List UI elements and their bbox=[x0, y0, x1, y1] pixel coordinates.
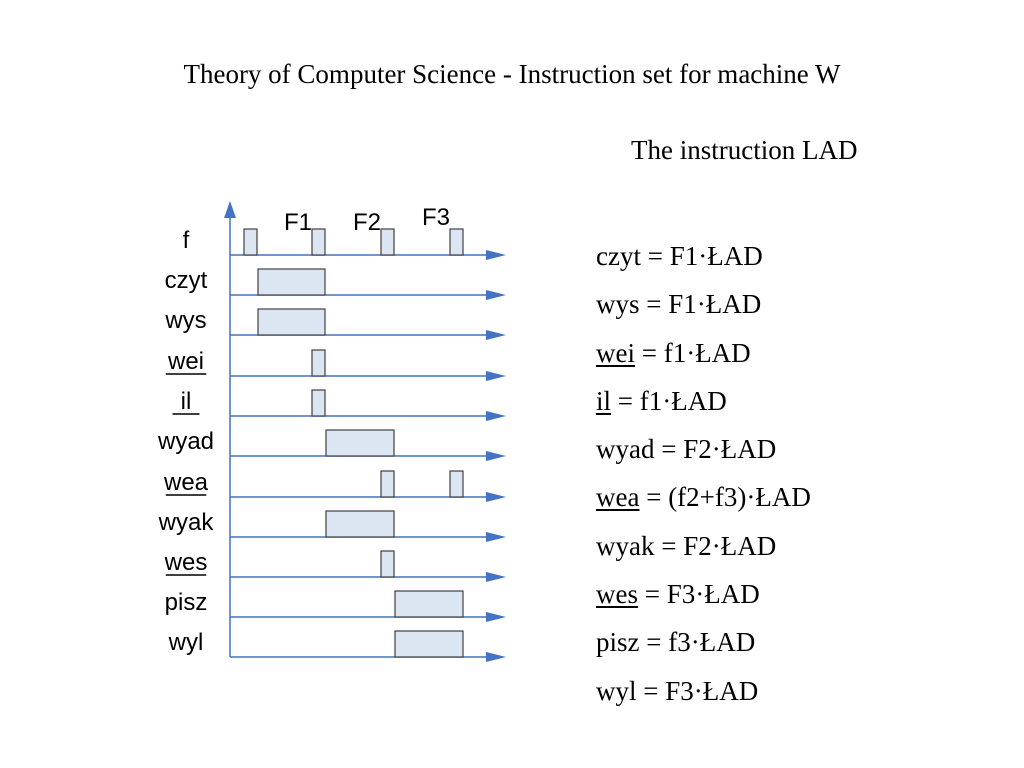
timeline-arrow-icon bbox=[486, 250, 506, 260]
signal-pulse bbox=[325, 429, 395, 457]
signal-label: wea bbox=[163, 469, 209, 496]
signal-name: czyt bbox=[596, 241, 641, 271]
signal-name: wyl bbox=[596, 675, 637, 706]
signal-name: wei bbox=[596, 337, 635, 368]
signal-name: wyad bbox=[596, 434, 655, 465]
page-subtitle: The instruction LAD bbox=[631, 135, 858, 165]
signal-label: wei bbox=[167, 348, 204, 375]
timeline-arrow-icon bbox=[486, 532, 506, 542]
equation-list: czyt = F1·ŁAD wys = F1·ŁAD wei = f1·ŁAD … bbox=[596, 232, 811, 715]
signal-pulse bbox=[243, 228, 258, 256]
timeline-arrow-icon bbox=[486, 371, 506, 381]
equation-row: wyak = F2·ŁAD bbox=[596, 522, 811, 570]
signal-name: wys bbox=[596, 289, 640, 320]
signal-name: pisz bbox=[596, 627, 640, 658]
axis-arrow-up-icon bbox=[224, 201, 236, 218]
signal-pulse bbox=[311, 389, 326, 417]
timeline-arrow-icon bbox=[486, 411, 506, 421]
phase-label: F3 bbox=[422, 204, 450, 231]
signal-pulse bbox=[257, 308, 326, 336]
signal-pulse bbox=[311, 228, 326, 256]
equation-expression: = (f2+f3)·ŁAD bbox=[639, 482, 811, 513]
signal-pulse bbox=[311, 349, 326, 377]
signal-name: wes bbox=[596, 579, 638, 610]
equation-expression: = F1·ŁAD bbox=[639, 289, 762, 320]
equation-expression: = F1·ŁAD bbox=[640, 241, 763, 271]
equation-row: il = f1·ŁAD bbox=[596, 377, 811, 425]
equation-row: wys = F1·ŁAD bbox=[596, 280, 811, 328]
timeline-arrow-icon bbox=[486, 652, 506, 662]
equation-expression: = F3·ŁAD bbox=[638, 579, 760, 610]
signal-label: il bbox=[181, 388, 192, 415]
signal-name: wyak bbox=[596, 530, 655, 561]
signal-label: pisz bbox=[165, 589, 208, 616]
signal-name: wea bbox=[596, 482, 640, 513]
signal-label: wyl bbox=[168, 629, 204, 656]
signal-label: wyad bbox=[157, 428, 214, 455]
signal-pulse bbox=[257, 268, 326, 296]
equation-expression: = F2·ŁAD bbox=[654, 434, 777, 465]
equation-row: wea = (f2+f3)·ŁAD bbox=[596, 473, 811, 521]
equation-expression: = F3·ŁAD bbox=[636, 675, 759, 706]
equation-row: wes = F3·ŁAD bbox=[596, 570, 811, 618]
signal-label: f bbox=[183, 227, 190, 254]
equation-expression: = f3·ŁAD bbox=[639, 627, 756, 658]
timeline-arrow-icon bbox=[486, 492, 506, 502]
signal-name: il bbox=[596, 385, 612, 416]
signal-pulse bbox=[449, 228, 464, 256]
page-title: Theory of Computer Science - Instruction… bbox=[183, 59, 841, 89]
signal-label: wys bbox=[164, 307, 206, 334]
signal-pulse bbox=[380, 228, 395, 256]
timeline-arrow-icon bbox=[486, 290, 506, 300]
signal-pulse bbox=[394, 590, 464, 618]
signal-pulse bbox=[449, 470, 464, 498]
timeline-arrow-icon bbox=[486, 330, 506, 340]
equation-expression: = f1·ŁAD bbox=[634, 337, 751, 368]
timeline-arrow-icon bbox=[486, 572, 506, 582]
signal-pulse bbox=[394, 630, 464, 658]
equation-expression: = F2·ŁAD bbox=[654, 530, 777, 561]
signal-label: czyt bbox=[165, 267, 208, 294]
signal-pulse bbox=[380, 550, 395, 578]
timeline-arrow-icon bbox=[486, 612, 506, 622]
equation-row: pisz = f3·ŁAD bbox=[596, 618, 811, 666]
signal-pulse bbox=[380, 470, 395, 498]
phase-label: F1 bbox=[284, 209, 312, 236]
signal-label: wyak bbox=[158, 509, 215, 536]
equation-row: wyl = F3·ŁAD bbox=[596, 667, 811, 715]
equation-row: wei = f1·ŁAD bbox=[596, 329, 811, 377]
signal-label: wes bbox=[164, 549, 208, 576]
timeline-arrow-icon bbox=[486, 451, 506, 461]
equation-row: wyad = F2·ŁAD bbox=[596, 425, 811, 473]
equation-expression: = f1·ŁAD bbox=[611, 385, 727, 416]
equation-row: czyt = F1·ŁAD bbox=[596, 232, 811, 280]
phase-label: F2 bbox=[353, 209, 381, 236]
signal-pulse bbox=[325, 510, 395, 538]
